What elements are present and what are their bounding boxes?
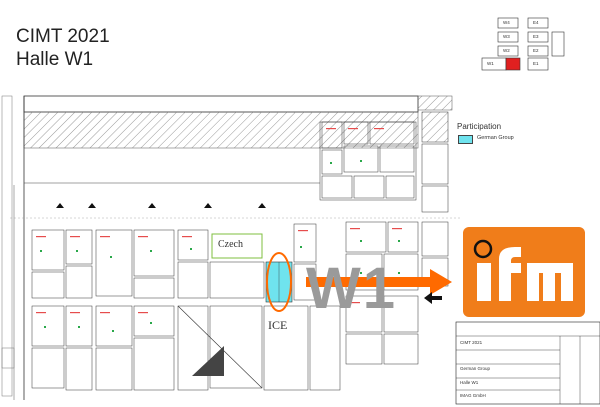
hall-watermark: W1: [306, 256, 397, 321]
titleblock-group: German Group: [460, 366, 491, 371]
zone-label-ice: ICE: [268, 318, 288, 332]
mini-hall-label: E1: [533, 61, 539, 66]
zone-label-czech: Czech: [218, 239, 243, 250]
hall-title: Halle W1: [16, 49, 94, 70]
entrance-arrow: [424, 292, 442, 304]
mini-hall-label: E2: [533, 48, 539, 53]
legend-swatch: [458, 135, 473, 144]
highlight-ellipse: [266, 252, 292, 312]
mini-hall-label: W1: [487, 61, 494, 66]
legend-title: Participation: [457, 122, 502, 131]
mini-hall-label: W3: [503, 34, 510, 39]
titleblock-event: CIMT 2021: [460, 340, 483, 345]
mini-hall-label: W2: [503, 48, 510, 53]
ifm-logo-graphic: [473, 239, 573, 301]
hall-overview-map: [481, 17, 565, 71]
event-title: CIMT 2021: [16, 26, 110, 47]
legend-item-label: German Group: [477, 135, 514, 141]
ifm-logo: [463, 227, 585, 317]
titleblock-company: IMAG GmbH: [460, 393, 486, 398]
mini-hall-label: E3: [533, 34, 539, 39]
mini-hall-label: E4: [533, 20, 539, 25]
mini-hall-label: W4: [503, 20, 510, 25]
titleblock-hall: Halle W1: [460, 380, 479, 385]
